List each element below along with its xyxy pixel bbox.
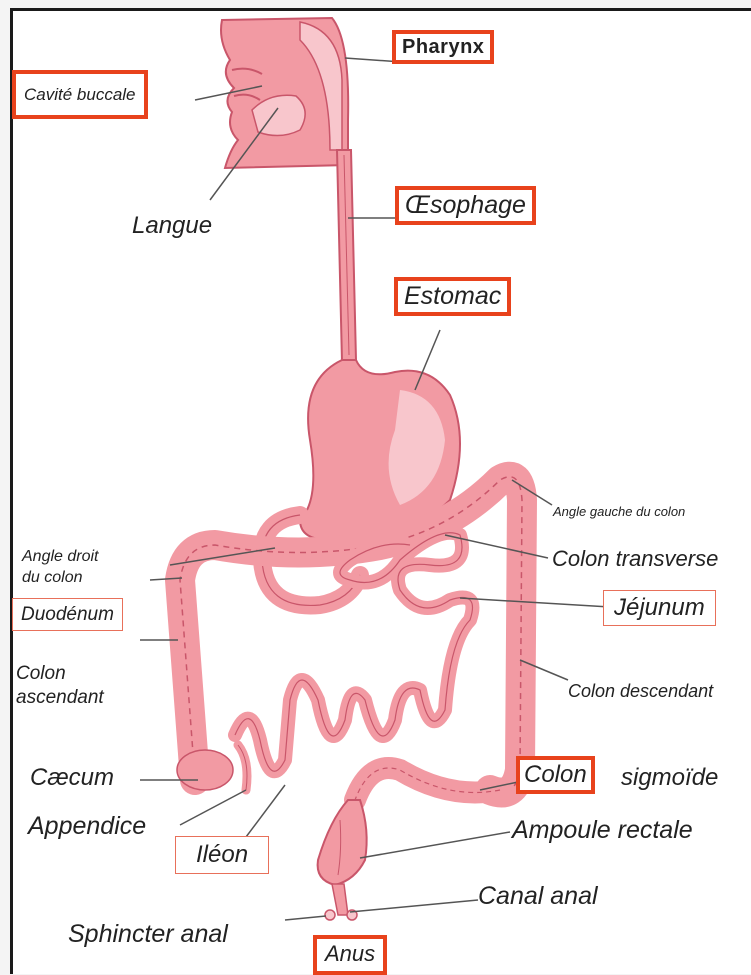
- label-ileon: Iléon: [175, 836, 269, 874]
- label-cavite-buccale: Cavité buccale: [12, 70, 148, 119]
- label-colon-descendant: Colon descendant: [568, 682, 713, 700]
- label-sigmoide: sigmoïde: [621, 766, 718, 790]
- label-colon-ascendant-2: ascendant: [16, 688, 104, 707]
- label-ampoule-rectale: Ampoule rectale: [512, 818, 693, 843]
- sphincter-left: [325, 910, 335, 920]
- label-angle-gauche: Angle gauche du colon: [553, 505, 685, 518]
- label-colon-transverse: Colon transverse: [552, 548, 718, 570]
- label-oesophage: Œsophage: [395, 186, 536, 225]
- label-pharynx: Pharynx: [392, 30, 494, 64]
- label-jejunum: Jéjunum: [603, 590, 716, 626]
- label-canal-anal: Canal anal: [478, 884, 598, 909]
- label-colon-ascendant-1: Colon: [16, 664, 66, 683]
- label-angle-droit-1: Angle droit: [22, 549, 99, 565]
- label-estomac: Estomac: [394, 277, 511, 316]
- label-anus: Anus: [313, 935, 387, 975]
- label-colon: Colon: [516, 756, 595, 794]
- anal-canal: [332, 884, 348, 915]
- label-duodenum: Duodénum: [12, 598, 123, 631]
- label-langue: Langue: [132, 214, 212, 238]
- rectum: [318, 800, 367, 885]
- caecum-shape: [177, 750, 233, 790]
- label-sphincter-anal: Sphincter anal: [68, 922, 228, 947]
- label-appendice: Appendice: [28, 814, 146, 839]
- label-angle-droit-2: du colon: [22, 570, 83, 586]
- label-caecum: Cæcum: [30, 766, 114, 790]
